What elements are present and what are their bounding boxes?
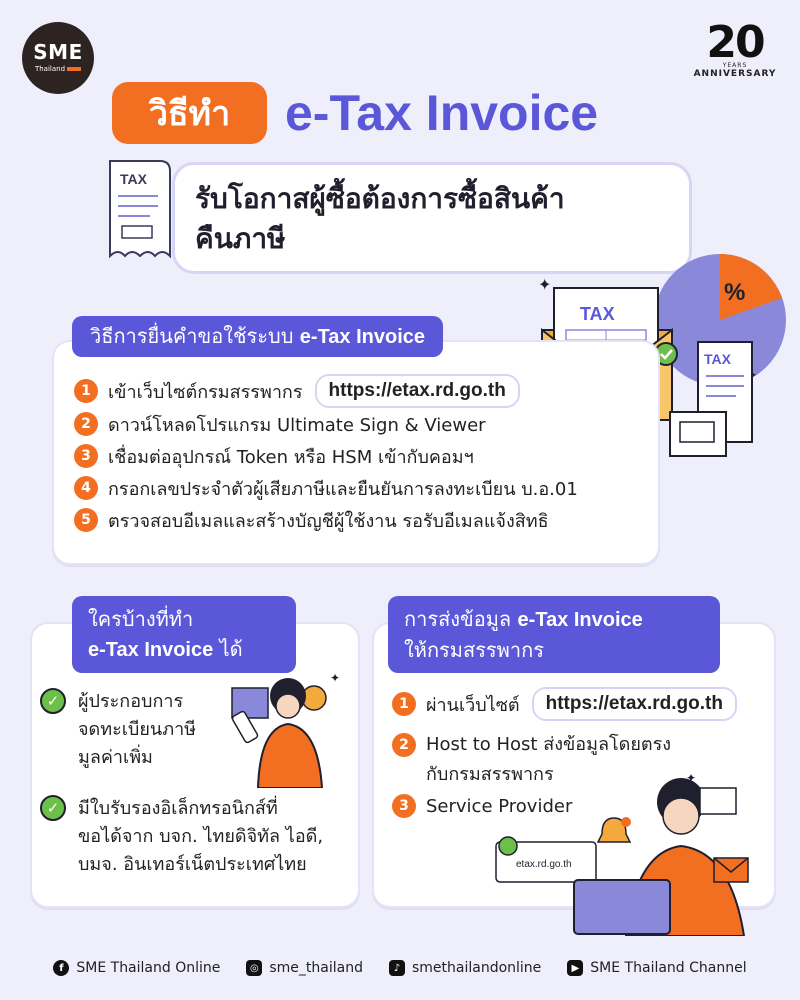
who-item-line: มีใบรับรองอิเล็กทรอนิกส์ที่ xyxy=(78,798,278,819)
check-icon: ✓ xyxy=(40,795,66,821)
list-item: 2 ดาวน์โหลดโปรแกรม Ultimate Sign & Viewe… xyxy=(74,408,654,440)
list-item: 3 เชื่อมต่ออุปกรณ์ Token หรือ HSM เข้ากั… xyxy=(74,440,654,472)
receipt-right-label: TAX xyxy=(704,351,732,367)
anniversary-badge: 20 YEARS ANNIVERSARY xyxy=(690,17,780,80)
screen-url-text: etax.rd.go.th xyxy=(516,859,572,870)
list-item: 1 เข้าเว็บไซต์กรมสรรพากร https://etax.rd… xyxy=(74,374,654,408)
step-number: 2 xyxy=(392,733,416,757)
logo-sub: Thailand xyxy=(22,65,94,73)
instagram-icon: ◎ xyxy=(246,960,263,976)
send-label-line-2: ให้กรมสรรพากร xyxy=(404,638,544,662)
who-item-line: ผู้ประกอบการ xyxy=(78,691,184,712)
send-label-line-1: การส่งข้อมูล e-Tax Invoice xyxy=(404,607,643,631)
footer-instagram[interactable]: ◎ sme_thailand xyxy=(246,960,363,976)
step-text: กรอกเลขประจำตัวผู้เสียภาษีและยืนยันการลง… xyxy=(108,478,578,500)
svg-text:✦: ✦ xyxy=(330,671,340,685)
anniversary-text: ANNIVERSARY xyxy=(693,69,777,79)
woman-with-phone-illustration: ✦ xyxy=(231,671,340,788)
who-item-line: บมจ. อินเทอร์เน็ตประเทศไทย xyxy=(78,854,307,875)
send-steps: 1 ผ่านเว็บไซต์ https://etax.rd.go.th 2 H… xyxy=(392,686,737,822)
step-number: 1 xyxy=(74,379,98,403)
step-text: เข้าเว็บไซต์กรมสรรพากร xyxy=(108,381,303,403)
who-item-line: จดทะเบียนภาษี xyxy=(78,719,197,740)
list-item: 3 Service Provider xyxy=(392,790,737,822)
receipt-icon: TAX xyxy=(109,160,171,259)
subtitle-line-2: คืนภาษี xyxy=(195,222,286,255)
instagram-label: sme_thailand xyxy=(269,960,363,976)
youtube-icon: ▶ xyxy=(567,960,584,976)
who-label-line-2: e-Tax Invoice ได้ xyxy=(88,637,243,661)
step-number: 1 xyxy=(392,692,416,716)
step-text: เชื่อมต่ออุปกรณ์ Token หรือ HSM เข้ากับค… xyxy=(108,446,474,468)
etax-url-link[interactable]: https://etax.rd.go.th xyxy=(314,374,520,408)
subtitle-box: รับโอกาสผู้ซื้อต้องการซื้อสินค้า คืนภาษี xyxy=(172,162,692,274)
tax-sheet-label: TAX xyxy=(580,304,615,324)
step-text: ดาวน์โหลดโปรแกรม Ultimate Sign & Viewer xyxy=(108,414,486,436)
youtube-label: SME Thailand Channel xyxy=(590,960,747,976)
footer-tiktok[interactable]: ♪ smethailandonline xyxy=(388,960,542,976)
list-item: 2 Host to Host ส่งข้อมูลโดยตรง กับกรมสรร… xyxy=(392,730,737,790)
who-card-label: ใครบ้างที่ทำ e-Tax Invoice ได้ xyxy=(72,596,296,673)
svg-text:✦: ✦ xyxy=(538,275,551,294)
step-text: Service Provider xyxy=(426,795,573,817)
footer-youtube[interactable]: ▶ SME Thailand Channel xyxy=(567,960,747,976)
step-text: กับกรมสรรพากร xyxy=(426,764,554,785)
anniversary-years: YEARS xyxy=(722,62,748,69)
tiktok-label: smethailandonline xyxy=(411,960,542,976)
footer: f SME Thailand Online ◎ sme_thailand ♪ s… xyxy=(0,955,800,981)
who-item-line: มูลค่าเพิ่ม xyxy=(78,747,153,768)
list-item: 4 กรอกเลขประจำตัวผู้เสียภาษีและยืนยันการ… xyxy=(74,472,654,504)
list-item: 1 ผ่านเว็บไซต์ https://etax.rd.go.th xyxy=(392,686,737,722)
man-with-laptop-illustration: etax.rd.go.th ✦ xyxy=(495,772,749,936)
page-title: e-Tax Invoice xyxy=(285,85,599,141)
title-pill: วิธีทำ xyxy=(112,82,267,144)
etax-url-link[interactable]: https://etax.rd.go.th xyxy=(531,687,737,721)
footer-facebook[interactable]: f SME Thailand Online xyxy=(53,960,220,976)
send-card-label: การส่งข้อมูล e-Tax Invoice ให้กรมสรรพากร xyxy=(388,596,720,673)
facebook-icon: f xyxy=(53,960,70,976)
subtitle-line-1: รับโอกาสผู้ซื้อต้องการซื้อสินค้า xyxy=(195,182,565,215)
receipt-tax-label: TAX xyxy=(120,171,148,187)
who-item-line: ขอได้จาก บจก. ไทยดิจิทัล ไอดี, xyxy=(78,826,324,847)
who-item-2: ✓ มีใบรับรองอิเล็กทรอนิกส์ที่ ขอได้จาก บ… xyxy=(40,795,323,879)
anniversary-number: 20 xyxy=(706,17,765,68)
logo-text: SME xyxy=(33,40,83,64)
step-text: Host to Host ส่งข้อมูลโดยตรง xyxy=(426,734,672,755)
check-icon: ✓ xyxy=(40,688,66,714)
who-label-line-1: ใครบ้างที่ทำ xyxy=(88,607,194,631)
step-text: ผ่านเว็บไซต์ xyxy=(426,694,520,716)
step-number: 3 xyxy=(392,794,416,818)
tiktok-icon: ♪ xyxy=(388,960,405,976)
step-number: 3 xyxy=(74,444,98,468)
step-number: 2 xyxy=(74,412,98,436)
sme-logo: SME Thailand xyxy=(22,22,94,94)
step-number: 4 xyxy=(74,476,98,500)
svg-text:✦: ✦ xyxy=(686,772,696,785)
step-text: ตรวจสอบอีเมลและสร้างบัญชีผู้ใช้งาน รอรับ… xyxy=(108,510,549,532)
apply-steps: 1 เข้าเว็บไซต์กรมสรรพากร https://etax.rd… xyxy=(74,374,654,536)
apply-card-label: วิธีการยื่นคำขอใช้ระบบ e-Tax Invoice xyxy=(72,316,444,357)
step-number: 5 xyxy=(74,508,98,532)
facebook-label: SME Thailand Online xyxy=(76,960,221,976)
percent-text: % xyxy=(724,279,745,306)
who-item-1: ✓ ผู้ประกอบการ จดทะเบียนภาษี มูลค่าเพิ่ม xyxy=(40,688,196,772)
list-item: 5 ตรวจสอบอีเมลและสร้างบัญชีผู้ใช้งาน รอร… xyxy=(74,504,654,536)
